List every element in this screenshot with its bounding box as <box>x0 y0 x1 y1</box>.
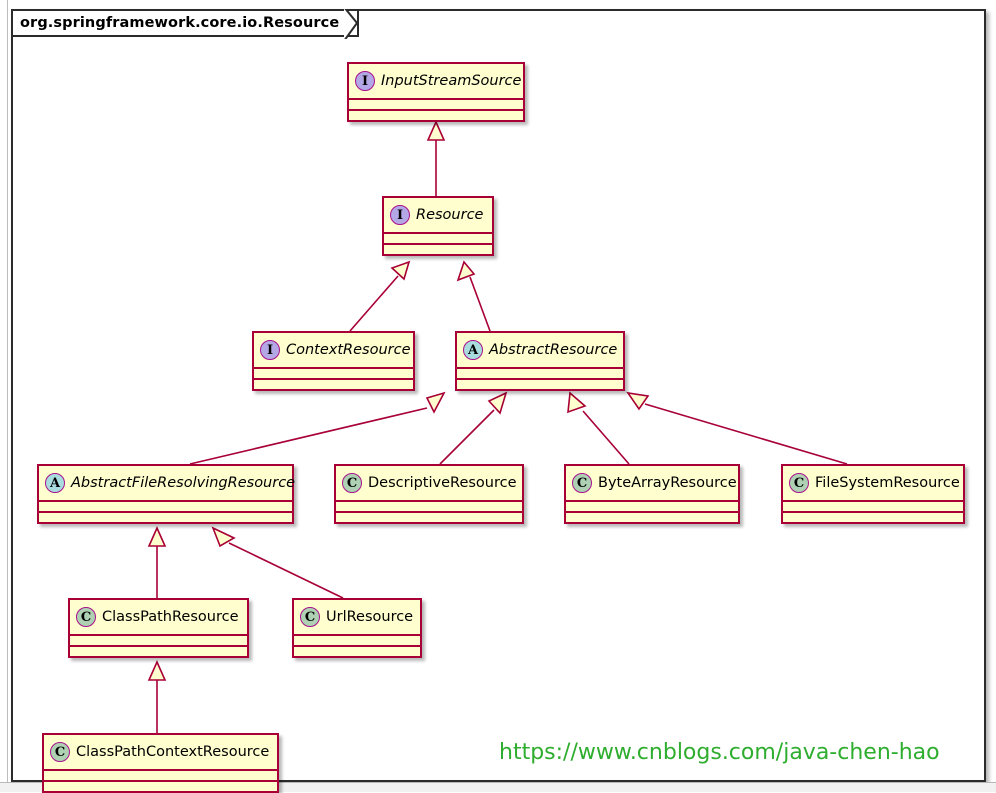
class-box-descriptive-resource[interactable]: C DescriptiveResource <box>334 464 524 524</box>
abstract-class-icon: A <box>463 340 483 360</box>
interface-icon: I <box>260 340 280 360</box>
class-separator <box>566 500 738 502</box>
class-box-input-stream-source[interactable]: I InputStreamSource <box>347 62 525 122</box>
methods-compartment <box>70 647 247 656</box>
class-separator <box>294 645 420 647</box>
class-icon: C <box>50 742 70 762</box>
class-title-row: C DescriptiveResource <box>336 466 522 500</box>
class-box-abstract-file-resolving-resource[interactable]: A AbstractFileResolvingResource <box>37 464 296 524</box>
methods-compartment <box>39 513 292 522</box>
abstract-class-icon: A <box>45 473 65 493</box>
class-icon: C <box>76 607 96 627</box>
class-name: ClassPathResource <box>102 608 239 625</box>
class-separator <box>254 367 413 369</box>
attributes-compartment <box>336 502 522 511</box>
methods-compartment <box>566 513 738 522</box>
class-separator <box>39 500 292 502</box>
class-box-class-path-resource[interactable]: C ClassPathResource <box>68 598 249 658</box>
methods-compartment <box>254 380 413 389</box>
class-separator <box>44 769 277 771</box>
class-separator <box>336 500 522 502</box>
attributes-compartment <box>254 369 413 378</box>
class-title-row: I ContextResource <box>254 333 413 367</box>
methods-compartment <box>294 647 420 656</box>
class-name: FileSystemResource <box>815 474 960 491</box>
class-separator <box>254 378 413 380</box>
class-box-class-path-context-resource[interactable]: C ClassPathContextResource <box>42 733 279 793</box>
interface-icon: I <box>390 205 410 225</box>
class-title-row: C FileSystemResource <box>783 466 963 500</box>
class-separator <box>457 378 623 380</box>
class-separator <box>384 232 492 234</box>
class-separator <box>384 243 492 245</box>
class-name: AbstractResource <box>489 341 618 358</box>
interface-icon: I <box>355 71 375 91</box>
package-label: org.springframework.core.io.Resource <box>11 9 360 39</box>
class-name: Resource <box>416 206 484 223</box>
class-title-row: C ClassPathContextResource <box>44 735 277 769</box>
class-title-row: I InputStreamSource <box>349 64 523 98</box>
attributes-compartment <box>44 771 277 780</box>
methods-compartment <box>384 245 492 254</box>
attributes-compartment <box>39 502 292 511</box>
class-box-context-resource[interactable]: I ContextResource <box>252 331 415 391</box>
package-label-text: org.springframework.core.io.Resource <box>20 15 340 31</box>
attributes-compartment <box>70 636 247 645</box>
class-name: DescriptiveResource <box>368 474 517 491</box>
class-separator <box>294 634 420 636</box>
class-separator <box>336 511 522 513</box>
methods-compartment <box>336 513 522 522</box>
class-separator <box>457 367 623 369</box>
class-title-row: C ByteArrayResource <box>566 466 738 500</box>
attributes-compartment <box>384 234 492 243</box>
class-separator <box>783 500 963 502</box>
package-frame <box>11 9 986 782</box>
class-separator <box>349 109 523 111</box>
class-name: UrlResource <box>326 608 414 625</box>
class-icon: C <box>342 473 362 493</box>
class-separator <box>566 511 738 513</box>
class-name: AbstractFileResolvingResource <box>71 474 296 491</box>
class-name: ContextResource <box>286 341 411 358</box>
class-separator <box>44 780 277 782</box>
attributes-compartment <box>294 636 420 645</box>
class-separator <box>70 634 247 636</box>
class-box-abstract-resource[interactable]: A AbstractResource <box>455 331 625 391</box>
class-box-resource[interactable]: I Resource <box>382 196 494 256</box>
class-title-row: A AbstractResource <box>457 333 623 367</box>
class-name: ByteArrayResource <box>598 474 737 491</box>
class-title-row: I Resource <box>384 198 492 232</box>
watermark-url: https://www.cnblogs.com/java-chen-hao <box>499 740 940 765</box>
attributes-compartment <box>783 502 963 511</box>
attributes-compartment <box>457 369 623 378</box>
methods-compartment <box>44 782 277 791</box>
class-icon: C <box>572 473 592 493</box>
class-separator <box>783 511 963 513</box>
class-name: InputStreamSource <box>381 72 522 89</box>
attributes-compartment <box>566 502 738 511</box>
class-icon: C <box>300 607 320 627</box>
class-separator <box>349 98 523 100</box>
class-title-row: C ClassPathResource <box>70 600 247 634</box>
attributes-compartment <box>349 100 523 109</box>
class-separator <box>39 511 292 513</box>
class-icon: C <box>789 473 809 493</box>
class-title-row: C UrlResource <box>294 600 420 634</box>
methods-compartment <box>457 380 623 389</box>
class-title-row: A AbstractFileResolvingResource <box>39 466 296 500</box>
taskbar-strip <box>0 782 996 792</box>
methods-compartment <box>783 513 963 522</box>
class-box-url-resource[interactable]: C UrlResource <box>292 598 422 658</box>
class-name: ClassPathContextResource <box>76 743 270 760</box>
class-box-byte-array-resource[interactable]: C ByteArrayResource <box>564 464 740 524</box>
package-tab-corner-icon <box>344 9 359 39</box>
class-box-file-system-resource[interactable]: C FileSystemResource <box>781 464 965 524</box>
methods-compartment <box>349 111 523 120</box>
class-separator <box>70 645 247 647</box>
window-scroll-gutter[interactable] <box>0 0 8 782</box>
